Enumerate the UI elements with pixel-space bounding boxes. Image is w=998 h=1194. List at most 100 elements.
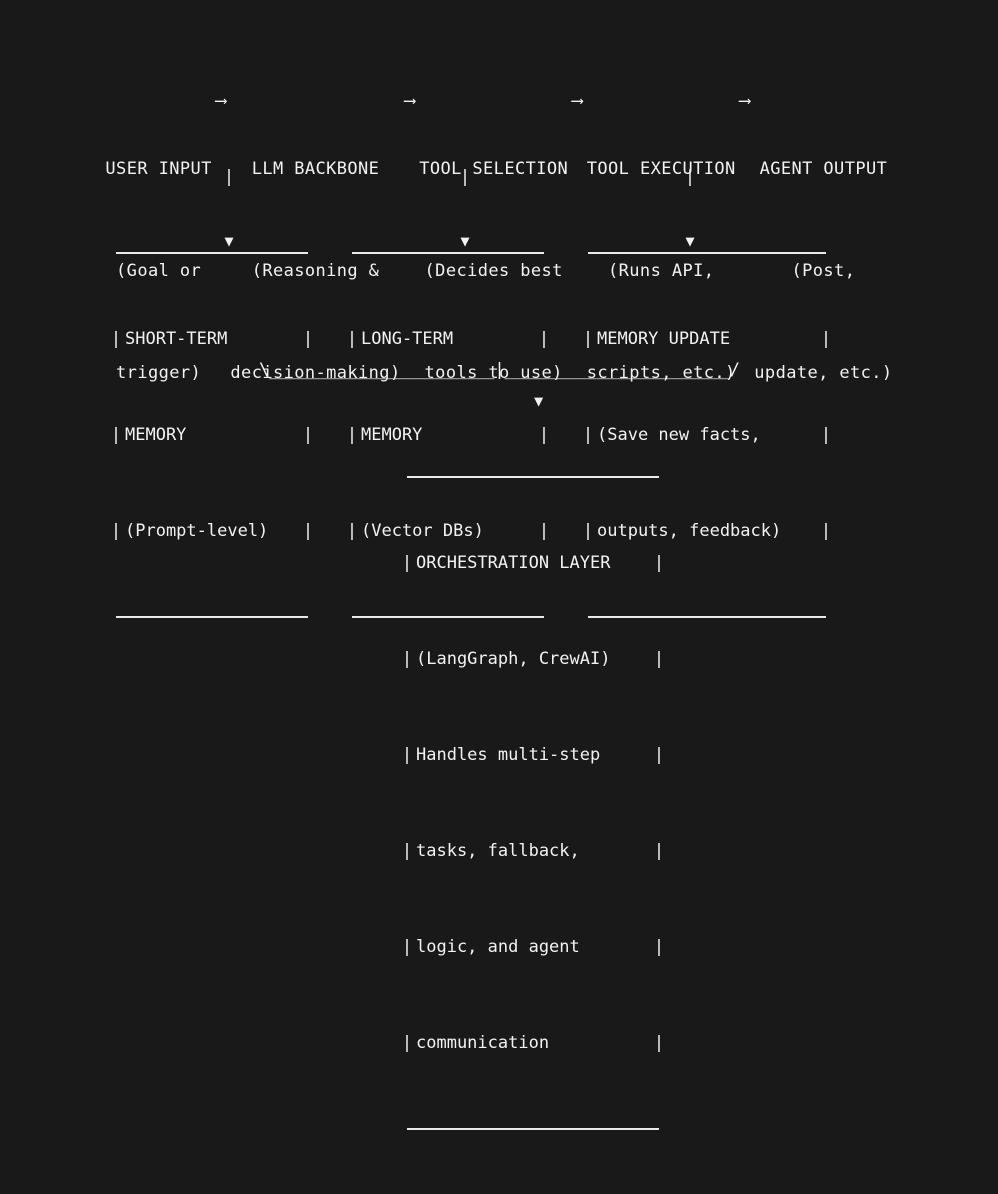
box-line-text: MEMORY [125, 425, 187, 445]
box-right-edge: | [538, 521, 550, 541]
box-left-edge: | [582, 521, 594, 541]
box-line-text: outputs, feedback) [597, 521, 782, 541]
pipeline-stage-tool-execution: TOOL EXECUTION (Runs API, scripts, etc.) [587, 84, 736, 458]
stage-subtitle-line1: (Decides best [424, 261, 563, 281]
stage-subtitle-line2: trigger) [116, 363, 202, 383]
connector-bar: | [459, 167, 471, 187]
stage-title: TOOL EXECUTION [586, 159, 736, 179]
stage-title: AGENT OUTPUT [759, 159, 888, 179]
box-top-border [407, 476, 659, 478]
box-line-text: communication [416, 1033, 550, 1053]
box-line-text: logic, and agent [416, 937, 580, 957]
box-bottom-border [588, 616, 826, 618]
box-left-edge: | [582, 425, 594, 445]
right-arrow-icon: ⟶ [404, 91, 416, 111]
box-left-edge: | [401, 841, 413, 861]
box-right-edge: | [653, 553, 665, 573]
connector-tool-selection-to-long-term-memory: | ▼ [454, 122, 476, 294]
merge-right-line: ______________________ [504, 360, 730, 380]
box-line-text: SHORT-TERM [125, 329, 228, 349]
box-right-edge: | [653, 937, 665, 957]
pipeline-stage-user-input: USER INPUT (Goal or trigger) [105, 84, 211, 458]
box-short-term-memory: | SHORT-TERM | | MEMORY | | (Prompt-leve… [107, 188, 317, 682]
stage-subtitle-line1: (Post, [791, 261, 856, 281]
box-long-term-memory: | LONG-TERM | | MEMORY | | (Vector DBs) … [343, 188, 553, 682]
merge-center-bar: | [494, 360, 505, 380]
box-bottom-border [352, 616, 544, 618]
box-bottom-border [116, 616, 308, 618]
box-right-edge: | [820, 329, 832, 349]
connector-bar: | [223, 167, 235, 187]
box-left-edge: | [401, 1033, 413, 1053]
stage-subtitle-line2: update, etc.) [754, 363, 893, 383]
box-right-edge: | [820, 521, 832, 541]
connector-tool-execution-to-memory-update: | ▼ [679, 122, 701, 294]
box-text-line: | tasks, fallback, | [398, 835, 668, 867]
box-text-line: | LONG-TERM | [343, 323, 553, 355]
box-right-edge: | [538, 425, 550, 445]
merge-left-slash: \ [258, 360, 270, 380]
box-line-text: Handles multi-step [416, 745, 601, 765]
stage-subtitle-line2: scripts, etc.) [586, 363, 736, 383]
box-text-line: | (LangGraph, CrewAI) | [398, 643, 668, 675]
box-text-line: | logic, and agent | [398, 931, 668, 963]
box-line-text: (LangGraph, CrewAI) [416, 649, 611, 669]
merge-right-slash: / [729, 360, 741, 380]
box-text-line: | ORCHESTRATION LAYER | [398, 547, 668, 579]
box-left-edge: | [401, 553, 413, 573]
box-left-edge: | [346, 425, 358, 445]
pipeline-stage-llm-backbone: LLM BACKBONE (Reasoning & decision-makin… [230, 84, 400, 458]
box-right-edge: | [653, 649, 665, 669]
stage-title: TOOL SELECTION [419, 159, 569, 179]
pipeline-stage-agent-output: AGENT OUTPUT (Post, update, etc.) [754, 84, 892, 458]
stage-subtitle-line1: (Goal or [116, 261, 202, 281]
merge-connector: \______________________|________________… [218, 337, 740, 403]
box-left-edge: | [110, 329, 122, 349]
down-triangle-icon: ▼ [460, 232, 470, 250]
box-text-line: | MEMORY UPDATE | [579, 323, 835, 355]
box-right-edge: | [538, 329, 550, 349]
connector-llm-to-short-term-memory: | ▼ [218, 122, 240, 294]
box-orchestration-layer: | ORCHESTRATION LAYER | | (LangGraph, Cr… [398, 412, 668, 1194]
box-right-edge: | [302, 329, 314, 349]
box-text-line: | SHORT-TERM | [107, 323, 317, 355]
box-line-text: MEMORY [361, 425, 423, 445]
box-text-line: | outputs, feedback) | [579, 515, 835, 547]
box-top-border [352, 252, 544, 254]
box-left-edge: | [346, 329, 358, 349]
right-arrow-icon: ⟶ [572, 91, 583, 111]
stage-subtitle-line1: (Reasoning & [251, 261, 380, 281]
box-text-line: | (Vector DBs) | [343, 515, 553, 547]
box-line-text: ORCHESTRATION LAYER [416, 553, 611, 573]
connector-bar: | [684, 167, 696, 187]
box-left-edge: | [401, 745, 413, 765]
merge-left-line: ______________________ [269, 360, 495, 380]
box-line-text: tasks, fallback, [416, 841, 580, 861]
box-right-edge: | [302, 521, 314, 541]
pipeline-stage-tool-selection: TOOL SELECTION (Decides best tools to us… [419, 84, 568, 458]
box-left-edge: | [401, 937, 413, 957]
box-top-border [588, 252, 826, 254]
box-bottom-border [407, 1128, 659, 1130]
box-line-text: LONG-TERM [361, 329, 454, 349]
box-top-border [116, 252, 308, 254]
box-left-edge: | [401, 649, 413, 669]
stage-title: USER INPUT [105, 159, 212, 179]
stage-title: LLM BACKBONE [251, 159, 380, 179]
right-arrow-icon: ⟶ [215, 91, 227, 111]
box-text-line: | (Save new facts, | [579, 419, 835, 451]
diagram-canvas: USER INPUT (Goal or trigger) ⟶ LLM BACKB… [0, 16, 998, 1130]
stage-subtitle-line1: (Runs API, [608, 261, 715, 281]
box-text-line: | (Prompt-level) | [107, 515, 317, 547]
box-text-line: | Handles multi-step | [398, 739, 668, 771]
box-right-edge: | [653, 745, 665, 765]
box-line-text: (Vector DBs) [361, 521, 484, 541]
box-right-edge: | [302, 425, 314, 445]
connector-merge-to-orchestration: ▼ [498, 374, 543, 428]
box-line-text: (Prompt-level) [125, 521, 269, 541]
box-text-line: | MEMORY | [107, 419, 317, 451]
pipeline-header: USER INPUT (Goal or trigger) ⟶ LLM BACKB… [0, 16, 998, 526]
down-triangle-icon: ▼ [685, 232, 695, 250]
box-text-line: | MEMORY | [343, 419, 553, 451]
stage-subtitle-line2: decision-making) [230, 363, 401, 383]
